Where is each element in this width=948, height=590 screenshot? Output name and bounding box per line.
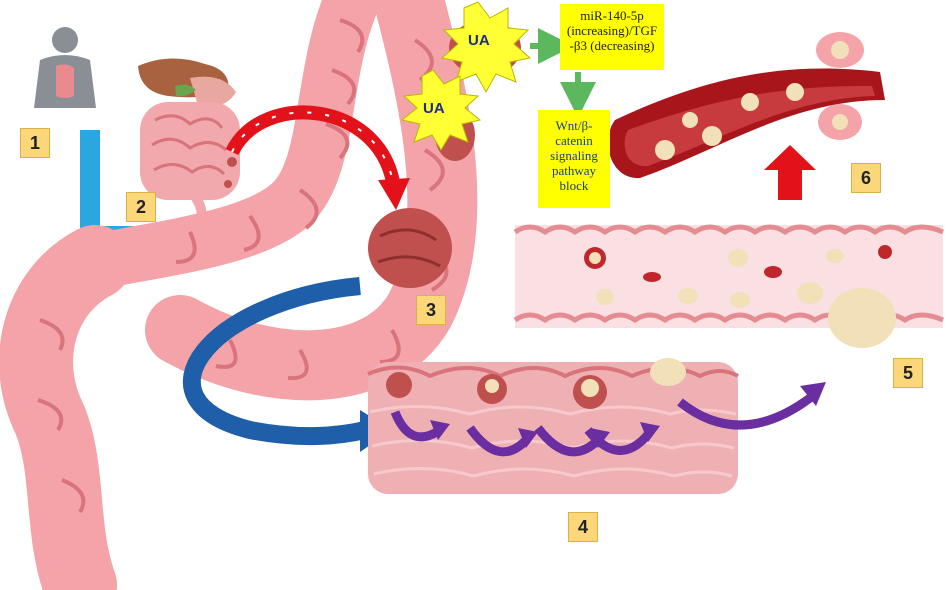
wnt-pathway-note: Wnt/β-catenin signaling pathway block — [538, 110, 610, 208]
ua-starburst-middle — [400, 69, 482, 151]
ua-starburst-top — [440, 1, 532, 94]
intravasation-arrow-red — [764, 145, 816, 200]
ua-label-middle: UA — [423, 100, 445, 117]
step-badge-1: 1 — [20, 128, 50, 158]
invasion-arrowheads-purple — [430, 382, 826, 448]
intestinal-wall-section — [367, 358, 739, 494]
blood-vessel-intravasation — [608, 32, 885, 179]
ua-label-top: UA — [468, 32, 490, 49]
mirna-regulation-note: miR-140-5p (increasing)/TGF -β3 (decreas… — [560, 4, 664, 70]
step-badge-3: 3 — [416, 295, 446, 325]
step-badge-4: 4 — [568, 512, 598, 542]
colon-illustration — [0, 0, 478, 590]
step-badge-5: 5 — [893, 358, 923, 388]
invasion-arrow-red — [225, 105, 410, 210]
step-badge-2: 2 — [126, 192, 156, 222]
step-badge-6: 6 — [851, 163, 881, 193]
invasion-arrows-purple — [390, 394, 813, 457]
human-silhouette-icon — [34, 27, 96, 108]
digestive-system-icon — [138, 58, 240, 227]
green-arrows — [530, 28, 596, 118]
vessel-cross-section — [513, 224, 944, 348]
